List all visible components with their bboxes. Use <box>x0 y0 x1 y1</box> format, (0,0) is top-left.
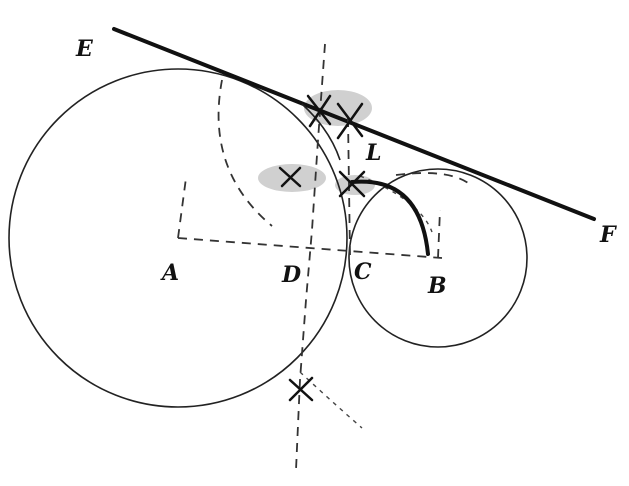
label-d: D <box>281 262 301 288</box>
label-b: B <box>427 273 447 299</box>
label-l: L <box>365 140 381 166</box>
arc-upper-right <box>301 103 341 161</box>
intersection-marks <box>278 94 366 402</box>
large-circle-a <box>8 68 348 408</box>
label-f: F <box>599 222 617 248</box>
heavy-arc-c <box>350 179 430 256</box>
perpendicular-at-a <box>177 177 187 239</box>
center-line-ab <box>177 237 443 259</box>
label-a: A <box>160 260 179 286</box>
small-circle-b <box>348 168 528 348</box>
label-c: C <box>354 259 372 285</box>
perpendicular-at-b <box>437 209 441 259</box>
construction-arc-large <box>217 79 273 227</box>
bisector-through-d <box>295 43 326 471</box>
construction-arc-lower <box>299 371 363 429</box>
label-e: E <box>75 36 94 62</box>
